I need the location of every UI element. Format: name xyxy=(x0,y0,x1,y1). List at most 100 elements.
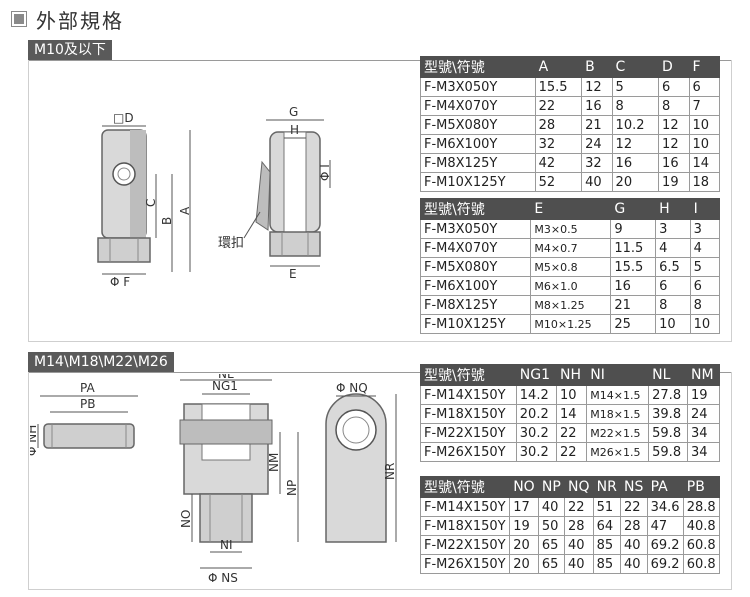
section-tag-m14-m26: M14\M18\M22\M26 xyxy=(28,352,174,372)
table-cell: F-M4X070Y xyxy=(419,238,532,258)
table-cell: 40 xyxy=(620,535,648,555)
table-cell: 16 xyxy=(610,276,657,296)
clip-label: 環扣 xyxy=(218,236,244,251)
table-cell: F-M8X125Y xyxy=(419,295,532,315)
table-cell: 59.8 xyxy=(648,442,688,462)
dim-label-f: Φ F xyxy=(110,275,130,289)
table-cell: M8×1.25 xyxy=(530,295,612,315)
table-cell: F-M26X150Y xyxy=(420,442,517,462)
table-header-cell: NL xyxy=(648,364,688,386)
table-cell: F-M14X150Y xyxy=(420,385,517,405)
table-cell: F-M26X150Y xyxy=(419,554,511,574)
table-cell: 19 xyxy=(509,516,539,536)
table-cell: 69.2 xyxy=(646,554,684,574)
table-cell: 16 xyxy=(658,153,690,173)
dim-label-no: NO xyxy=(179,510,193,528)
table-cell: 24 xyxy=(581,134,613,154)
table-cell: 19 xyxy=(687,385,720,405)
table-header-cell: NP xyxy=(537,476,565,498)
dim-label-nq: Φ NQ xyxy=(336,381,368,395)
table-header-cell: 型號\符號 xyxy=(419,476,511,498)
table-cell: 40.8 xyxy=(682,516,721,536)
table-header-cell: D xyxy=(658,56,690,78)
dim-label-nh: Φ NH xyxy=(30,425,39,456)
table-cell: F-M10X125Y xyxy=(419,314,532,334)
table-header-cell: PA xyxy=(646,476,684,498)
table-cell: 59.8 xyxy=(648,423,688,443)
table-cell: 6 xyxy=(688,77,720,97)
dim-label-c: C xyxy=(144,199,158,207)
table-cell: F-M22X150Y xyxy=(419,535,511,555)
table-cell: 22 xyxy=(620,497,648,517)
table-header-cell: NM xyxy=(687,364,720,386)
table-cell: 3 xyxy=(655,219,691,239)
table-cell: 42 xyxy=(534,153,583,173)
section-divider-bottom xyxy=(28,372,732,373)
table-header-cell: 型號\符號 xyxy=(419,198,532,220)
clevis-drawing-small: □D C B A Φ F G H Φ I E 環扣 xyxy=(97,105,332,289)
table-cell: F-M10X125Y xyxy=(420,172,536,192)
table-cell: 69.2 xyxy=(646,535,684,555)
dim-label-np: NP xyxy=(285,480,299,496)
table-cell: 19 xyxy=(658,172,690,192)
table-cell: M3×0.5 xyxy=(530,219,612,239)
table-cell: 14 xyxy=(556,404,588,424)
table-cell: 40 xyxy=(563,554,594,574)
dim-label-ng1: NG1 xyxy=(212,379,238,393)
page-title: 外部規格 xyxy=(36,8,124,33)
dim-label-b: B xyxy=(160,217,174,225)
table-cell: F-M4X070Y xyxy=(420,96,536,116)
table-cell: F-M18X150Y xyxy=(419,516,511,536)
table-cell: 40 xyxy=(563,535,594,555)
table-cell: 5 xyxy=(689,257,721,277)
page-header: 外部規格 xyxy=(11,6,124,33)
dim-label-ni: NI xyxy=(220,538,233,552)
table-cell: 22 xyxy=(534,96,583,116)
table-cell: 28 xyxy=(620,516,648,536)
front-view xyxy=(97,129,151,263)
table-cell: 6 xyxy=(658,77,690,97)
table-header-cell: E xyxy=(530,198,612,220)
table-cell: 7 xyxy=(688,96,720,116)
table-header-cell: NQ xyxy=(563,476,594,498)
table-cell: 39.8 xyxy=(648,404,688,424)
dim-label-e: E xyxy=(289,267,297,281)
table-cell: 64 xyxy=(592,516,622,536)
dim-label-nl: NL xyxy=(218,374,234,381)
table-cell: 16 xyxy=(581,96,613,116)
table-cell: F-M18X150Y xyxy=(420,404,517,424)
table-cell: 18 xyxy=(688,172,720,192)
table-cell: 6 xyxy=(655,276,691,296)
dim-label-pa: PA xyxy=(80,381,95,395)
table-cell: F-M3X050Y xyxy=(419,219,532,239)
table-cell: 10.2 xyxy=(611,115,660,135)
table-cell: 8 xyxy=(658,96,690,116)
table-cell: 12 xyxy=(611,134,660,154)
table-cell: 9 xyxy=(610,219,657,239)
table-cell: M5×0.8 xyxy=(530,257,612,277)
pin-view xyxy=(43,423,135,449)
table-cell: M4×0.7 xyxy=(530,238,612,258)
table-cell: F-M22X150Y xyxy=(420,423,517,443)
table-cell: F-M5X080Y xyxy=(420,115,536,135)
table-cell: M22×1.5 xyxy=(586,423,650,443)
table-cell: 24 xyxy=(687,404,720,424)
section-frame-bottom xyxy=(28,372,732,590)
table-header-cell: G xyxy=(610,198,657,220)
table-cell: 17 xyxy=(509,497,539,517)
clevis-front-view xyxy=(179,403,273,543)
table-cell: 21 xyxy=(581,115,613,135)
table-cell: 34 xyxy=(687,423,720,443)
